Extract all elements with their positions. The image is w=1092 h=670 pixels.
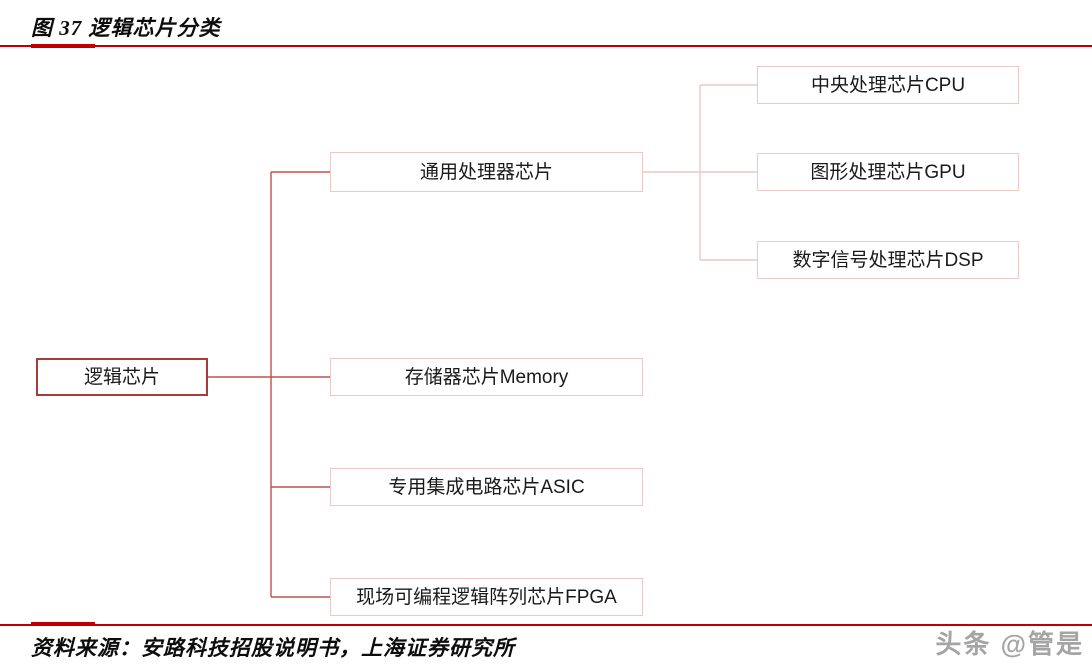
header-divider-line [0,45,1092,47]
node-logic-chip[interactable]: 逻辑芯片 [36,358,208,396]
node-fpga-chip[interactable]: 现场可编程逻辑阵列芯片FPGA [330,578,643,616]
node-gpu-chip[interactable]: 图形处理芯片GPU [757,153,1019,191]
watermark: 头条 @管是 [935,629,1084,659]
logic-chip-tree-diagram: 逻辑芯片 通用处理器芯片 存储器芯片Memory 专用集成电路芯片ASIC 现场… [0,50,1092,622]
figure-title: 图 37 逻辑芯片分类 [31,16,221,40]
node-cpu-chip[interactable]: 中央处理芯片CPU [757,66,1019,104]
node-asic-chip[interactable]: 专用集成电路芯片ASIC [330,468,643,506]
source-note: 资料来源：安路科技招股说明书，上海证券研究所 [31,636,515,660]
node-gpu-chip-label: 图形处理芯片GPU [810,161,966,183]
node-memory-chip-label: 存储器芯片Memory [404,366,569,388]
node-asic-chip-label: 专用集成电路芯片ASIC [388,476,585,498]
node-memory-chip[interactable]: 存储器芯片Memory [330,358,643,396]
node-general-processor-chip[interactable]: 通用处理器芯片 [330,152,643,192]
node-dsp-chip[interactable]: 数字信号处理芯片DSP [757,241,1019,279]
node-cpu-chip-label: 中央处理芯片CPU [810,74,966,96]
connector-lines [208,84,757,598]
node-logic-chip-label: 逻辑芯片 [83,366,160,388]
footer-divider-line [0,624,1092,626]
node-general-processor-chip-label: 通用处理器芯片 [419,161,553,183]
node-fpga-chip-label: 现场可编程逻辑阵列芯片FPGA [356,586,617,608]
footer-divider-accent [31,622,95,626]
node-dsp-chip-label: 数字信号处理芯片DSP [792,249,984,271]
header-divider-accent [31,44,95,48]
